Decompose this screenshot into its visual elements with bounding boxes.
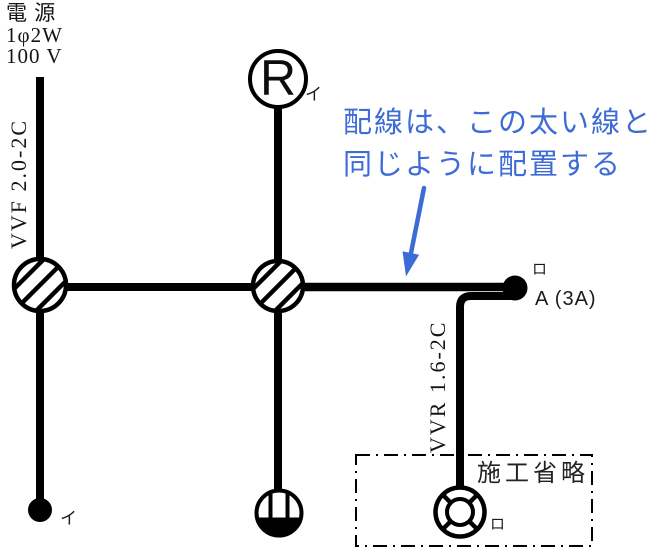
power-source-phase: 1φ2W xyxy=(6,22,63,47)
power-source-voltage: 100 V xyxy=(6,44,63,68)
terminal-dot-right xyxy=(502,275,528,301)
tag-ro-ceiling-lamp: ロ xyxy=(490,517,506,533)
tag-i-lamp-r: イ xyxy=(305,85,322,104)
wall-outlet-icon xyxy=(254,488,304,538)
joint-box-left-icon xyxy=(11,256,69,314)
ceiling-lamp-icon xyxy=(433,485,487,539)
wire-branch-to-lamp xyxy=(456,292,513,489)
tag-i-bottom-terminal: イ xyxy=(60,509,77,528)
power-source-name: 電 源 xyxy=(6,1,57,25)
annotation-line2: 同じように配置する xyxy=(343,149,623,181)
lamp-receptacle-r-icon xyxy=(248,49,308,109)
omission-box-border xyxy=(355,454,593,547)
omission-box-label: 施工省略 xyxy=(477,461,589,487)
right-terminal-rating: A (3A) xyxy=(535,288,597,310)
terminal-dot-bottom xyxy=(28,498,52,522)
callout-arrow-icon xyxy=(402,185,427,277)
tag-ro-right-terminal: ロ xyxy=(532,262,548,278)
joint-box-center-icon xyxy=(250,258,306,314)
lamp-receptacle-letter: R xyxy=(259,50,297,106)
cable-label-vvr: VVR 1.6-2C xyxy=(425,320,450,453)
cable-label-vvf: VVF 2.0-2C xyxy=(6,118,31,249)
annotation-line1: 配線は、この太い線と xyxy=(343,107,654,139)
power-source-label: 電 源 1φ2W 100 V xyxy=(6,1,63,68)
